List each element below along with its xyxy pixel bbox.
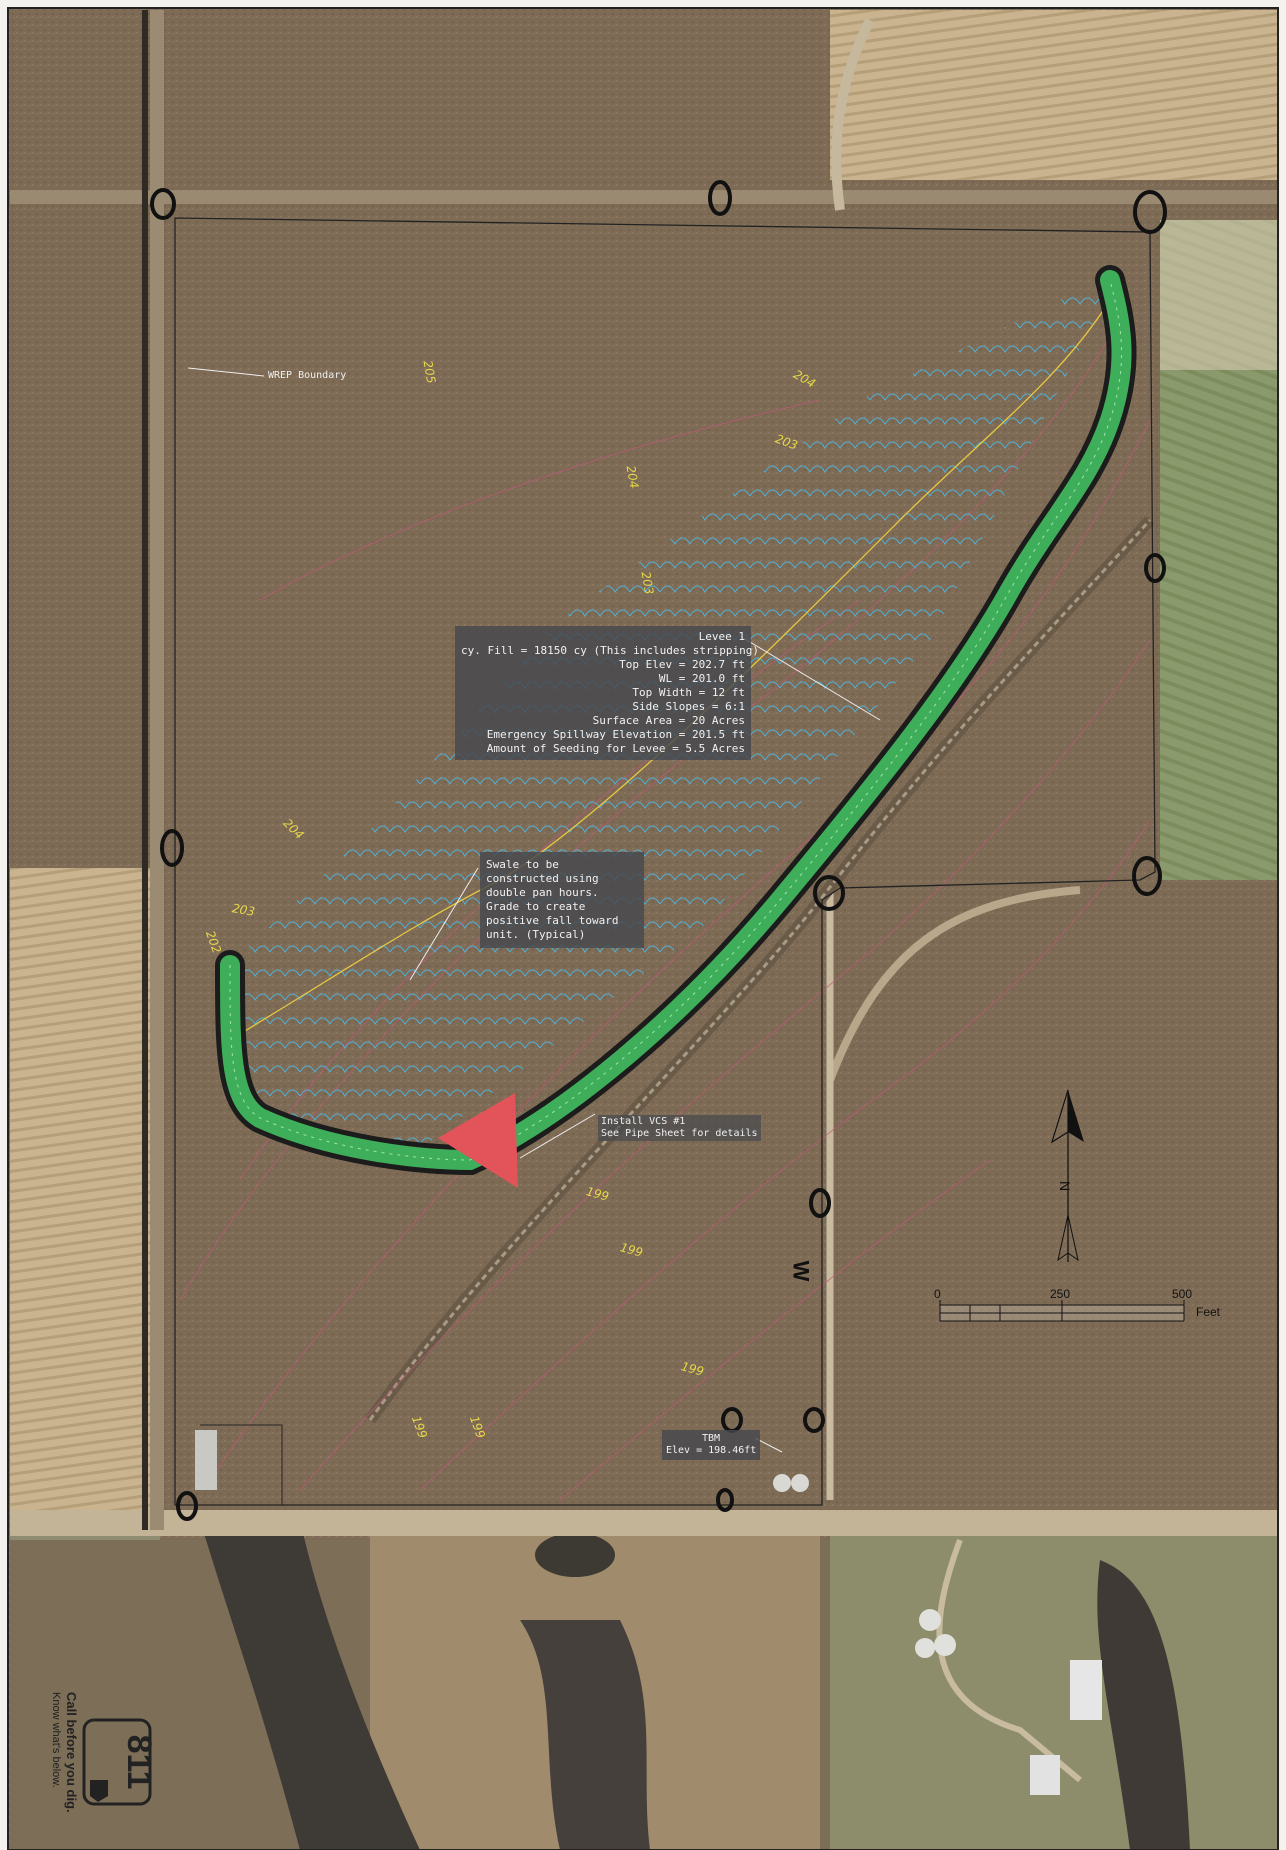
wrep-boundary-label: WREP Boundary xyxy=(268,370,347,381)
logo-number: 811 xyxy=(120,1735,156,1790)
scale-unit: Feet xyxy=(1196,1305,1221,1319)
scale-bar xyxy=(939,1300,1185,1322)
survey-markers xyxy=(150,180,1167,1521)
tbm-box: TBM Elev = 198.46ft xyxy=(662,1430,760,1460)
tree-line xyxy=(200,1520,420,1850)
scale-tick-500: 500 xyxy=(1172,1287,1193,1301)
tagline-1: Know what's below. xyxy=(50,1692,62,1788)
ditch-letter: W xyxy=(788,1260,814,1282)
farmstead-buildings xyxy=(195,1430,1102,1795)
levee-spillway-elev: Emergency Spillway Elevation = 201.5 ft xyxy=(486,728,745,741)
swale-line: Grade to create xyxy=(486,900,586,913)
wrep-boundary xyxy=(174,217,1156,1506)
levee-top-width: Top Width = 12 ft xyxy=(632,686,745,699)
swale-line: Swale to be xyxy=(486,858,559,871)
north-letter: N xyxy=(1057,1180,1074,1192)
tagline-2: Call before you dig. xyxy=(64,1692,79,1813)
vcs-marker xyxy=(438,1093,518,1188)
levee-top-elev: Top Elev = 202.7 ft xyxy=(619,658,745,671)
vcs-line: Install VCS #1 xyxy=(601,1116,686,1127)
tbm-title: TBM xyxy=(701,1433,721,1444)
levee-title: Levee 1 xyxy=(698,630,745,643)
swale-line: double pan hours. xyxy=(486,886,599,899)
levee-fill: cy. Fill = 18150 cy (This includes strip… xyxy=(461,644,760,657)
scale-tick-250: 250 xyxy=(1050,1287,1071,1301)
levee-seeding: Amount of Seeding for Levee = 5.5 Acres xyxy=(486,742,745,755)
levee-surface-area: Surface Area = 20 Acres xyxy=(592,714,745,727)
levee-info-box: Levee 1 cy. Fill = 18150 cy (This includ… xyxy=(455,626,759,760)
vcs-line: See Pipe Sheet for details xyxy=(601,1128,758,1139)
scale-tick-0: 0 xyxy=(934,1287,941,1301)
call-before-you-dig-tagline: Know what's below. Call before you dig. xyxy=(50,1692,79,1813)
levee-wl: WL = 201.0 ft xyxy=(658,672,745,685)
field-west-plowed xyxy=(10,868,160,1528)
levee-side-slopes: Side Slopes = 6:1 xyxy=(632,700,745,713)
call-811-logo: 811 xyxy=(82,1718,156,1806)
swale-line: unit. (Typical) xyxy=(486,928,586,941)
swale-note-box: Swale to be constructed using double pan… xyxy=(480,852,644,948)
swale-line: constructed using xyxy=(486,872,599,885)
road-south xyxy=(10,1510,1278,1536)
north-arrow xyxy=(1050,1089,1084,1262)
swale-line: positive fall toward xyxy=(486,914,619,927)
tbm-elev: Elev = 198.46ft xyxy=(666,1445,757,1456)
vcs-note: Install VCS #1 See Pipe Sheet for detail… xyxy=(598,1115,761,1141)
field-northeast xyxy=(830,10,1278,180)
